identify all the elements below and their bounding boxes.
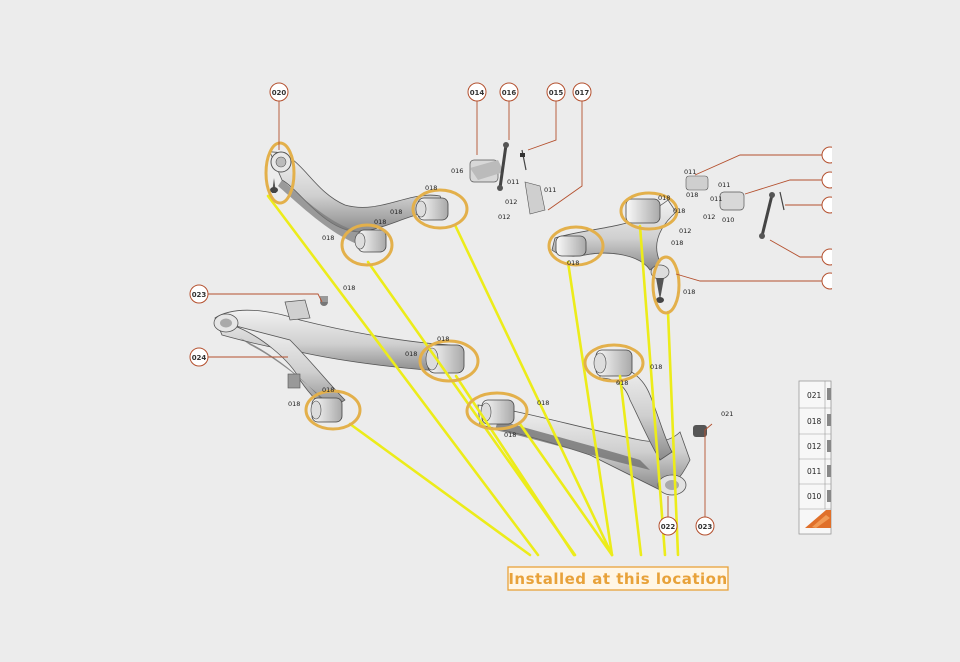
part-label: 018 [537, 399, 549, 407]
part-label: 018 [504, 431, 516, 439]
legend-item: 012 [807, 442, 822, 451]
part-label: 010 [722, 216, 734, 224]
legend-item: 018 [807, 417, 822, 426]
part-label: 012 [679, 227, 691, 235]
callout-number: 022 [661, 523, 676, 531]
banner-text: Installed at this location [508, 570, 727, 588]
legend-item: 010 [807, 492, 822, 501]
part-label: 018 [671, 239, 683, 247]
lower-left-control-arm [213, 296, 465, 423]
callout-number: 017 [575, 89, 590, 97]
highlight-rings [264, 141, 681, 431]
part-label: 018 [567, 259, 579, 267]
parts-legend [798, 380, 832, 535]
legend-item: 021 [807, 391, 822, 400]
part-label: 012 [498, 213, 510, 221]
callout-number: 023 [698, 523, 713, 531]
pointer-lines [266, 194, 680, 557]
part-label: 018 [322, 386, 334, 394]
installed-location-banner: Installed at this location [507, 566, 729, 591]
part-label: 018 [683, 288, 695, 296]
part-label: 016 [451, 167, 463, 175]
part-label: 018 [658, 194, 670, 202]
part-label: 011 [718, 181, 730, 189]
callout-number: 016 [502, 89, 517, 97]
small-hardware-parts [469, 142, 785, 239]
upper-left-control-arm [269, 151, 449, 253]
part-label: 018 [405, 350, 417, 358]
lower-right-control-arm [477, 349, 707, 496]
part-label: 018 [686, 191, 698, 199]
callout-number: 020 [272, 89, 287, 97]
part-label: 011 [710, 195, 722, 203]
callout-number: 023 [192, 291, 207, 299]
part-label: 018 [343, 284, 355, 292]
part-label: 018 [437, 335, 449, 343]
part-label: 018 [650, 363, 662, 371]
callout-number: 024 [192, 354, 207, 362]
part-label: 011 [684, 168, 696, 176]
callout-number: 014 [470, 89, 485, 97]
part-label: 012 [505, 198, 517, 206]
part-label: 018 [673, 207, 685, 215]
part-label: 012 [703, 213, 715, 221]
part-label: 018 [322, 234, 334, 242]
part-label: 018 [425, 184, 437, 192]
part-label: 018 [374, 218, 386, 226]
callout-number: 015 [549, 89, 564, 97]
legend-item: 011 [807, 467, 822, 476]
callout-leaders [207, 100, 826, 520]
part-label: 018 [616, 379, 628, 387]
part-label: 011 [507, 178, 519, 186]
part-label: 018 [390, 208, 402, 216]
part-label: 018 [288, 400, 300, 408]
part-label: 021 [721, 410, 733, 418]
part-label: 011 [544, 186, 556, 194]
